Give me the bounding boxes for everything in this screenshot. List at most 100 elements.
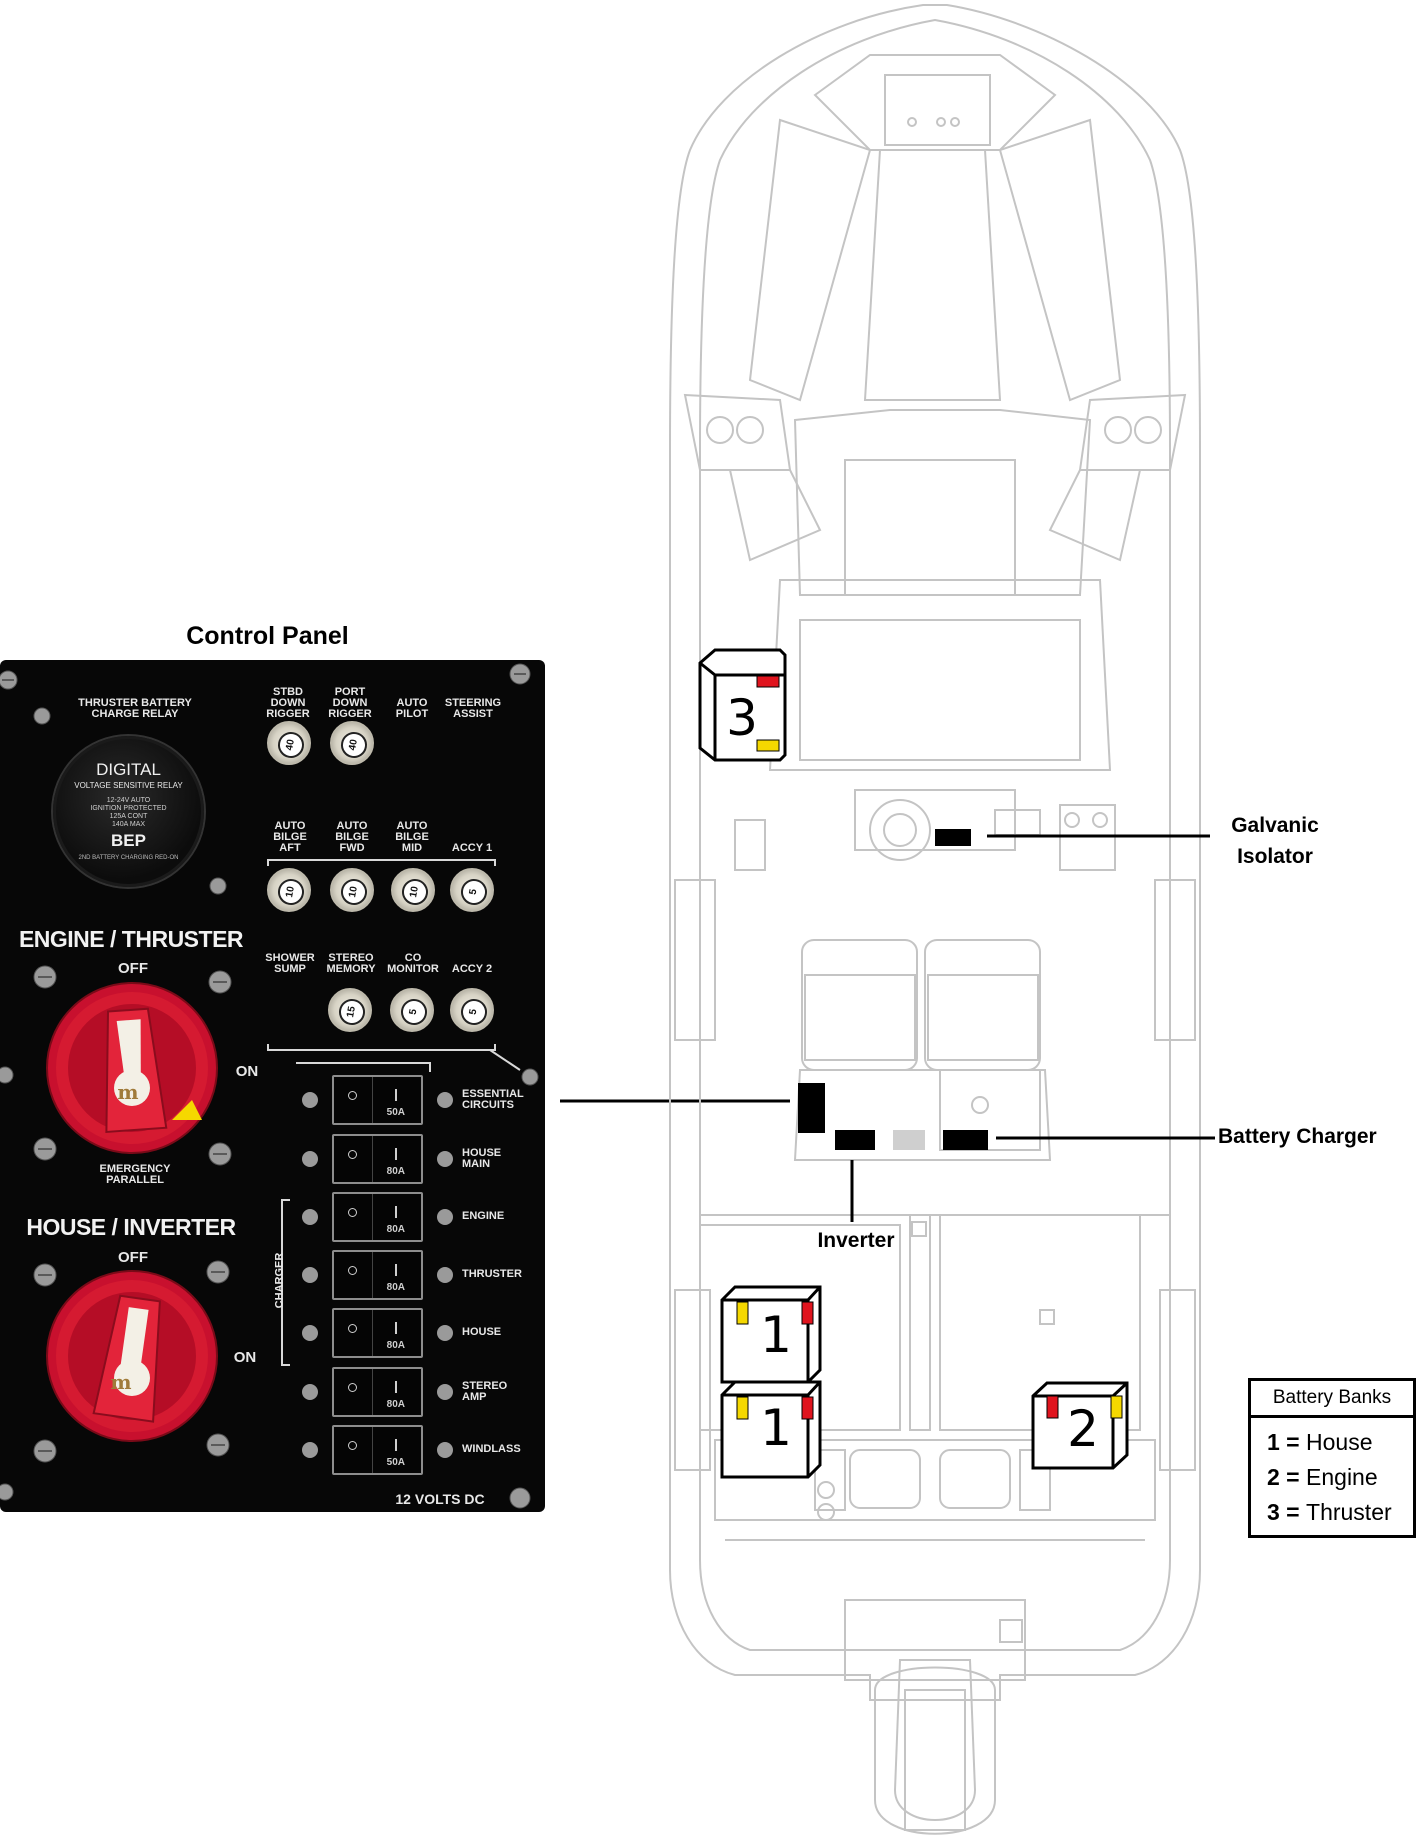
fuse-label: PORT: [334, 686, 366, 698]
legend-row: 3 = Thruster: [1251, 1495, 1413, 1530]
fuse-holder[interactable]: 15: [328, 988, 372, 1032]
legend-num: 3: [1267, 1499, 1280, 1525]
breaker-rocker-divider: [372, 1427, 373, 1473]
screw-icon: [302, 1442, 318, 1458]
voltage-sensitive-relay: DIGITAL VOLTAGE SENSITIVE RELAY 12-24V A…: [53, 736, 204, 887]
fuse-holder[interactable]: 5: [450, 868, 494, 912]
circuit-breaker-switch[interactable]: 50A: [332, 1075, 423, 1125]
fuse-holder[interactable]: 40: [267, 721, 311, 765]
fuse-holder[interactable]: 10: [391, 868, 435, 912]
fuse-label: DOWN: [332, 697, 368, 709]
breaker-off-mark: [348, 1383, 357, 1392]
breaker-rating: 80A: [386, 1340, 405, 1351]
circuit-breaker-switch[interactable]: 80A: [332, 1192, 423, 1242]
galvanic-isolator-label: Galvanic Isolator: [1200, 810, 1350, 872]
screw-icon: [437, 1384, 453, 1400]
breaker-off-mark: [348, 1324, 357, 1333]
breaker-label-line: HOUSE: [462, 1326, 502, 1338]
screw-icon: [521, 1068, 539, 1086]
breaker-on-mark: [395, 1381, 397, 1393]
breaker-label-line: ESSENTIAL: [462, 1088, 524, 1100]
circuit-breaker-switch[interactable]: 80A: [332, 1367, 423, 1417]
breaker-off-mark: [348, 1266, 357, 1275]
breaker-rating: 50A: [386, 1457, 405, 1468]
fuse-holder[interactable]: 5: [450, 988, 494, 1032]
engine-thruster-switch[interactable]: [42, 980, 222, 1160]
legend-sep: =: [1279, 1464, 1307, 1490]
breaker-label-line: ENGINE: [462, 1210, 505, 1222]
galvanic-label-line: Isolator: [1237, 845, 1313, 868]
breaker-rocker-divider: [372, 1136, 373, 1182]
engine-thruster-title: ENGINE / THRUSTER: [18, 926, 244, 952]
breaker-on-mark: [395, 1089, 397, 1101]
inverter-label: Inverter: [817, 1229, 895, 1252]
legend-row: 1 = House: [1251, 1425, 1413, 1460]
fuse-label: SUMP: [274, 963, 306, 975]
breaker-off-mark: [348, 1208, 357, 1217]
battery-charger-marker: [943, 1130, 988, 1150]
circuit-breaker-switch[interactable]: 80A: [332, 1308, 423, 1358]
panel-connection-marker: [798, 1083, 825, 1133]
fuse-label: PILOT: [395, 708, 429, 720]
legend-num: 1: [1267, 1429, 1280, 1455]
screw-icon: [209, 877, 227, 895]
circuit-breaker-switch[interactable]: 80A: [332, 1134, 423, 1184]
terminal-red: [801, 1396, 814, 1420]
screw-icon: [302, 1151, 318, 1167]
screw-icon: [33, 707, 51, 725]
screw-icon: [437, 1209, 453, 1225]
screw-icon: [509, 1487, 531, 1509]
fuse-label: AUTO: [336, 820, 368, 832]
breaker-on-mark: [395, 1264, 397, 1276]
galvanic-isolator-marker: [935, 829, 971, 846]
fuse-label: MID: [401, 842, 423, 854]
house-inverter-switch[interactable]: [42, 1268, 222, 1448]
screw-icon: [302, 1092, 318, 1108]
galvanic-label-line: Galvanic: [1231, 814, 1319, 837]
breaker-rocker-divider: [372, 1194, 373, 1240]
fuse-label: ACCY 2: [451, 963, 493, 975]
battery-number: 3: [726, 689, 758, 747]
fuse-label: STEERING: [444, 697, 502, 709]
circuit-breaker-switch[interactable]: 80A: [332, 1250, 423, 1300]
legend-sep: =: [1279, 1429, 1307, 1455]
screw-icon: [437, 1151, 453, 1167]
fuse-holder[interactable]: 10: [330, 868, 374, 912]
legend-sep: =: [1279, 1499, 1307, 1525]
relay-header-line: THRUSTER BATTERY: [78, 697, 192, 709]
circuit-breaker-switch[interactable]: 50A: [332, 1425, 423, 1475]
breaker-label-line: HOUSE: [462, 1147, 502, 1159]
control-panel-title: Control Panel: [186, 622, 349, 650]
fuse-holder[interactable]: 5: [390, 988, 434, 1032]
screw-icon: [437, 1092, 453, 1108]
fuse-label: BILGE: [335, 831, 369, 843]
fuse-label: AUTO: [274, 820, 306, 832]
legend-row: 2 = Engine: [1251, 1460, 1413, 1495]
fuse-holder[interactable]: 40: [330, 721, 374, 765]
switch-on-label: ON: [235, 1063, 259, 1080]
terminal-red: [801, 1301, 814, 1325]
battery-number: 1: [760, 1399, 792, 1457]
terminal-yellow: [756, 739, 780, 752]
screw-icon: [437, 1325, 453, 1341]
battery-number: 2: [1067, 1400, 1099, 1458]
switch-knob-logo: m: [117, 1080, 139, 1104]
screw-icon: [302, 1384, 318, 1400]
spare-marker: [893, 1130, 925, 1150]
fuse-label: RIGGER: [266, 708, 310, 720]
fuse-holder[interactable]: 10: [267, 868, 311, 912]
emergency-parallel-label: PARALLEL: [106, 1174, 164, 1186]
panel-footer-voltage: 12 VOLTS DC: [395, 1491, 485, 1507]
switch-off-label: OFF: [118, 960, 148, 977]
relay-brand: BEP: [111, 831, 146, 850]
breaker-label: THRUSTER: [462, 1269, 542, 1280]
breaker-on-mark: [395, 1439, 397, 1451]
fuse-label: MONITOR: [387, 963, 439, 975]
terminal-red: [1046, 1395, 1059, 1419]
fuse-bracket-bottom: [267, 1044, 496, 1051]
breaker-on-mark: [395, 1148, 397, 1160]
fuse-label: BILGE: [395, 831, 429, 843]
breaker-rating: 80A: [386, 1166, 405, 1177]
